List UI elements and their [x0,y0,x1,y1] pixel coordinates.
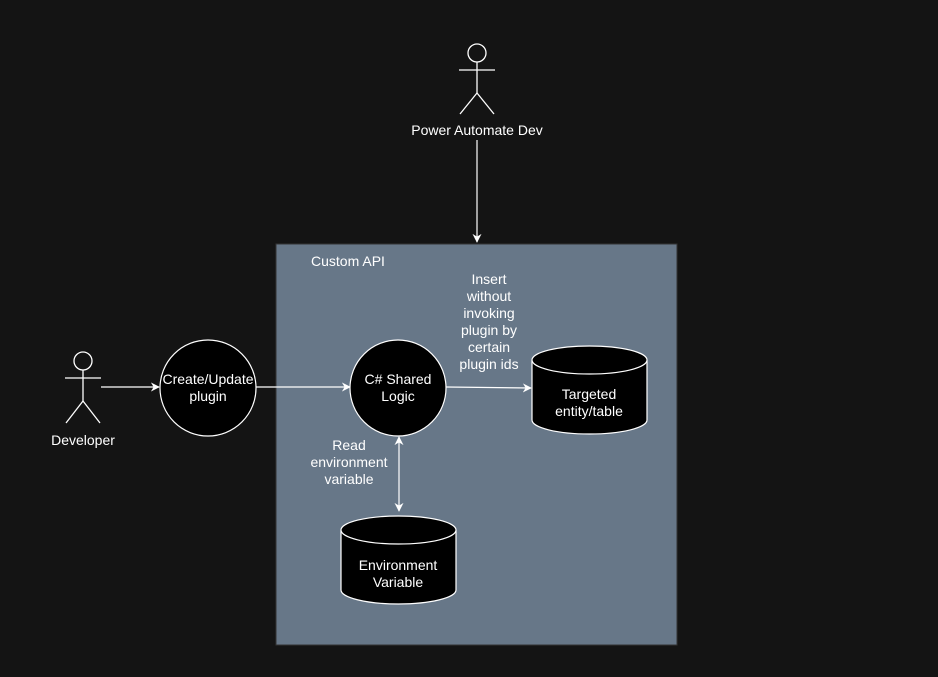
insert-edge-label: Insert without invoking plugin by certai… [459,271,519,372]
environment-variable-label: Environment Variable [358,557,438,590]
environment-variable-cylinder[interactable] [340,515,457,605]
targeted-table-label: Targeted entity/table [555,386,623,419]
create-update-plugin-label: Create/Update plugin [162,371,254,404]
shared-logic-label: C# Shared Logic [364,371,432,404]
custom-api-title: Custom API [311,253,385,269]
targeted-table-cylinder[interactable] [531,345,648,435]
developer-label: Developer [51,432,115,448]
edge-shared-logic-to-targeted-table[interactable] [445,383,532,393]
read-edge-label: Read environment variable [310,437,388,487]
power-automate-dev-actor-icon[interactable] [459,43,495,115]
create-update-plugin-node[interactable] [159,339,257,437]
shared-logic-node[interactable] [349,339,447,437]
power-automate-dev-label: Power Automate Dev [411,122,543,138]
developer-actor-icon[interactable] [65,351,101,424]
